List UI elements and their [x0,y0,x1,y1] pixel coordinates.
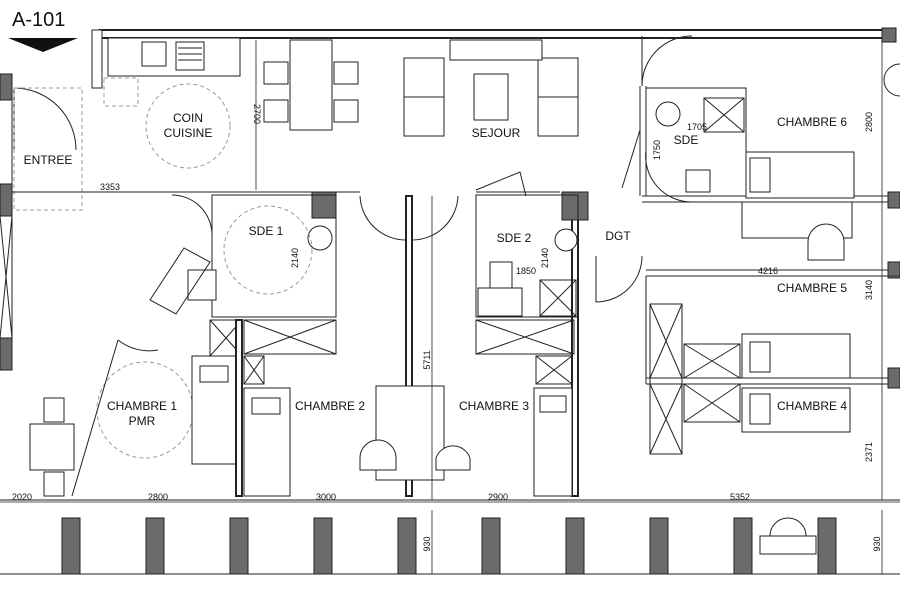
desk-center [359,385,471,481]
room-label-cuisine: CUISINE [164,126,213,140]
dim-930-b: 930 [872,536,882,551]
dim-2800-v: 2800 [864,112,874,132]
room-label-sde2: SDE 2 [497,231,532,245]
plan-title: A-101 [12,9,65,31]
entry-door [13,87,83,211]
kitchen-counter [103,37,241,107]
dim-1750: 1750 [652,140,662,160]
sde2-bathroom [475,171,589,318]
chambre1-furniture [29,339,194,497]
room-label-chambre4: CHAMBRE 4 [777,399,847,413]
room-label-sde1: SDE 1 [249,224,284,238]
room-label-entree: ENTREE [24,153,73,167]
dining-table [263,39,359,131]
left-exterior-wall [0,29,103,371]
chambre5-4-furniture [649,303,900,455]
dim-1705: 1705 [687,122,707,132]
turning-circle-kitchen [145,83,231,169]
dim-2900: 2900 [488,492,508,502]
room-label-coin: COIN [173,111,203,125]
living-furniture [403,39,579,137]
room-label-chambre3: CHAMBRE 3 [459,399,529,413]
dim-3140: 3140 [864,280,874,300]
dim-2140-b: 2140 [540,248,550,268]
room-label-pmr: PMR [129,414,156,428]
corridor-walls [235,195,579,497]
dgt-doors [595,35,693,303]
bottom-facade [0,499,900,575]
chambre3-bed [533,387,573,497]
dimension-lines [0,40,900,574]
room-label-sejour: SEJOUR [472,126,521,140]
room-label-sde: SDE [674,133,699,147]
room-label-dgt: DGT [605,229,631,243]
north-arrow-icon [8,38,78,52]
dim-3000: 3000 [316,492,336,502]
dim-2020: 2020 [12,492,32,502]
chambre6-furniture [741,63,900,279]
sde1-bathroom [149,191,337,318]
sde-right-bathroom [621,87,747,197]
closets-center [475,319,575,385]
dim-1850: 1850 [516,266,536,276]
chambre2-beds [191,355,291,497]
room-label-chambre1: CHAMBRE 1 [107,399,177,413]
dim-5711: 5711 [422,350,432,369]
dim-930-a: 930 [422,536,432,551]
dim-2140-a: 2140 [290,248,300,268]
room-label-chambre5: CHAMBRE 5 [777,281,847,295]
dim-3353: 3353 [100,182,120,192]
room-label-chambre6: CHAMBRE 6 [777,115,847,129]
room-label-chambre2: CHAMBRE 2 [295,399,365,413]
dim-5352: 5352 [730,492,750,502]
dim-4216: 4216 [758,266,778,276]
dim-2700: 2700 [252,104,262,124]
dim-2371: 2371 [864,442,874,462]
dim-2800: 2800 [148,492,168,502]
